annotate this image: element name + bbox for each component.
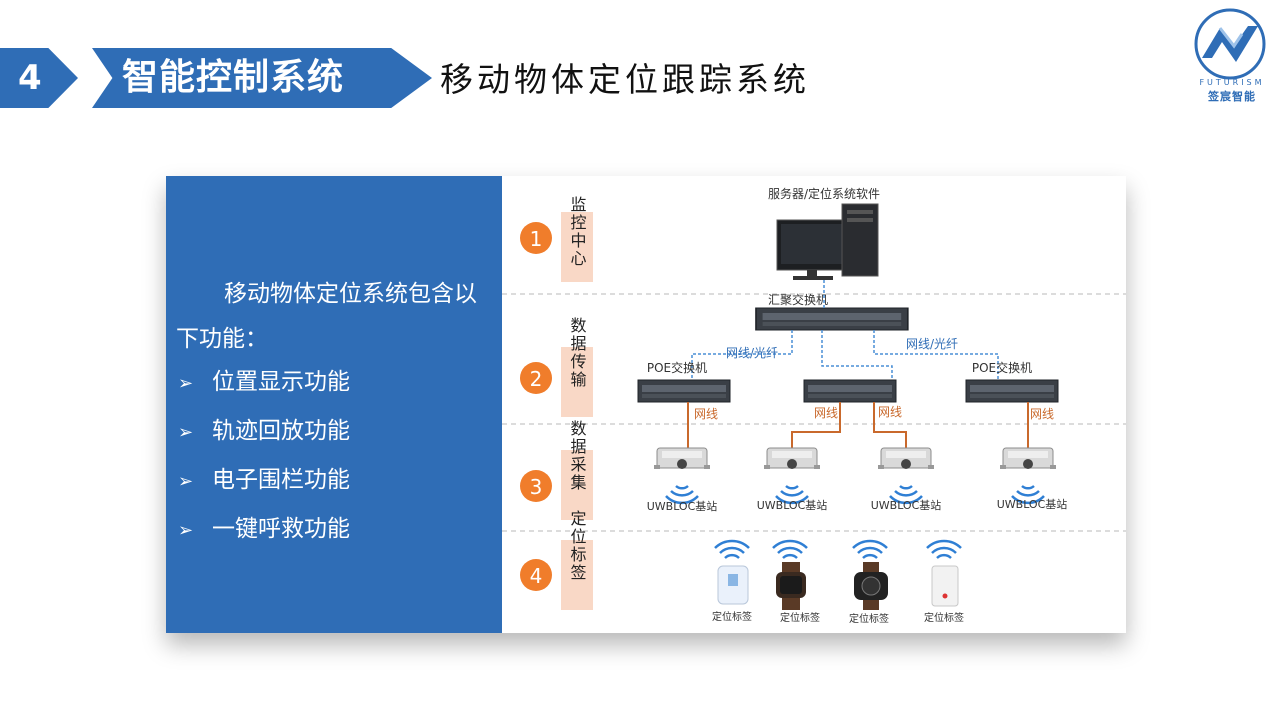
base-station-label: UWBLOC基站 (997, 497, 1068, 511)
card-tag-icon (925, 539, 963, 607)
poe-switch-middle-icon (803, 379, 897, 403)
layer-number-badge (520, 470, 552, 502)
arrow-bullet-icon: ➢ (178, 471, 194, 492)
feature-label: 轨迹回放功能 (212, 418, 350, 444)
wristband-tag-icon (771, 539, 809, 610)
cable-link-label: 网线 (814, 406, 838, 420)
layer-label-bg (561, 450, 593, 520)
arrow-bullet-icon: ➢ (178, 373, 194, 394)
tag-label: 定位标签 (924, 611, 964, 624)
feature-item: ➢ 位置显示功能 (178, 367, 350, 399)
poe-switch-label: POE交换机 (972, 360, 1032, 375)
layer-number: 2 (530, 367, 543, 391)
poe-switch-right-icon (965, 379, 1059, 403)
feature-label: 一键呼救功能 (212, 516, 350, 542)
feature-label: 位置显示功能 (212, 369, 350, 395)
layer-2: 2 数据传输 (520, 317, 593, 417)
fiber-link-right (873, 330, 999, 380)
cable-link (791, 402, 841, 448)
base-station-label: UWBLOC基站 (871, 498, 942, 512)
page-subtitle: 移动物体定位跟踪系统 (440, 60, 810, 99)
logo-chinese-name: 签宸智能 (1208, 90, 1256, 103)
layer-number-badge (520, 222, 552, 254)
section-title: 智能控制系统 (122, 57, 345, 98)
base-station-icon (999, 447, 1057, 505)
layer-number-badge (520, 362, 552, 394)
base-station-icon (763, 447, 821, 505)
section-number-badge: 4 (0, 48, 78, 108)
poe-switch-left-icon (637, 379, 731, 403)
layer-label: 定位标签 (568, 510, 587, 582)
futurism-logo-icon (1194, 8, 1266, 80)
content-card: 移动物体定位系统包含以下功能： ➢位置显示功能 ➢轨迹回放功能 ➢电子围栏功能 … (166, 176, 1126, 633)
layer-label-bg (561, 540, 593, 610)
feature-label: 电子围栏功能 (212, 467, 350, 493)
layer-4: 4 定位标签 (520, 510, 593, 610)
feature-item: ➢ 轨迹回放功能 (178, 416, 350, 448)
tag-label: 定位标签 (712, 610, 752, 623)
layer-label-bg (561, 212, 593, 282)
section-number: 4 (18, 58, 42, 98)
base-station-label: UWBLOC基站 (757, 498, 828, 512)
fiber-link-label: 网线/光纤 (726, 346, 778, 360)
cable-link-label: 网线 (1030, 407, 1054, 421)
base-station-icon (653, 447, 711, 505)
layer-1: 1 监控中心 (520, 196, 593, 282)
cable-link-label: 网线 (878, 405, 902, 419)
layer-label: 监控中心 (568, 196, 587, 268)
server-label: 服务器/定位系统软件 (768, 186, 880, 201)
base-station-icon (877, 447, 935, 505)
cable-link-label: 网线 (694, 407, 718, 421)
layer-number-badge (520, 559, 552, 591)
layer-number: 1 (530, 227, 543, 251)
base-station-label: UWBLOC基站 (647, 499, 718, 513)
system-architecture-diagram: 1 监控中心 2 数据传输 3 数据采集 4 定位标签 服务器/定位系统软件 (502, 186, 1126, 625)
layer-3: 3 数据采集 (520, 420, 593, 520)
cable-link (873, 402, 907, 448)
tag-label: 定位标签 (780, 611, 820, 624)
feature-item: ➢ 电子围栏功能 (178, 465, 350, 497)
tag-label: 定位标签 (849, 612, 889, 625)
fiber-link-middle (821, 330, 893, 380)
intro-text: 移动物体定位系统包含以下功能： (176, 281, 477, 352)
section-title-banner: 智能控制系统 (92, 48, 432, 108)
arrow-bullet-icon: ➢ (178, 422, 194, 443)
layer-label: 数据采集 (568, 420, 587, 492)
fiber-link-label: 网线/光纤 (906, 337, 958, 351)
layer-number: 4 (530, 564, 543, 588)
logo-word: FUTURISM (1199, 78, 1265, 87)
fiber-link-left (691, 330, 793, 380)
features-panel: 移动物体定位系统包含以下功能： ➢位置显示功能 ➢轨迹回放功能 ➢电子围栏功能 … (166, 176, 502, 633)
badge-tag-icon (713, 539, 751, 605)
layer-number: 3 (530, 475, 543, 499)
server-computer-icon (776, 203, 879, 280)
poe-switch-label: POE交换机 (647, 360, 707, 375)
layer-label: 数据传输 (568, 317, 587, 389)
feature-item: ➢ 一键呼救功能 (178, 514, 350, 546)
aggregation-switch-label: 汇聚交换机 (768, 292, 828, 307)
arrow-bullet-icon: ➢ (178, 520, 194, 541)
layer-label-bg (561, 347, 593, 417)
watch-tag-icon (851, 539, 889, 610)
aggregation-switch-icon (755, 307, 909, 331)
